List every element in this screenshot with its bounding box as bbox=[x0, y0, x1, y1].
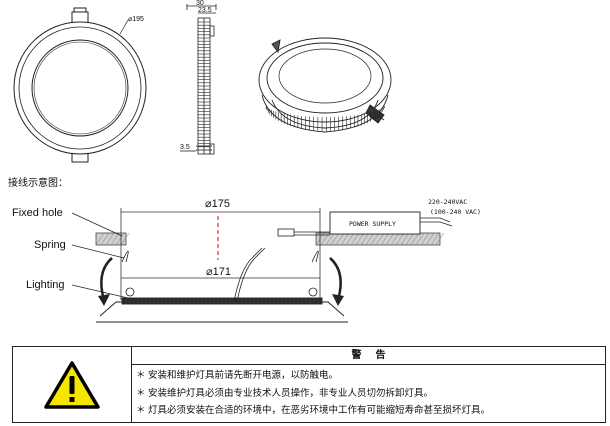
bullet: ＊ bbox=[136, 370, 146, 381]
power-supply-label: POWER SUPPLY bbox=[349, 220, 396, 228]
drawing-stroke bbox=[435, 232, 445, 246]
lamp-diameter-label: ⌀171 bbox=[206, 266, 231, 278]
side-top-width-label: 30 bbox=[196, 0, 204, 7]
drawing-stroke bbox=[380, 232, 390, 246]
drawing-stroke bbox=[410, 232, 420, 246]
drawing-stroke bbox=[345, 232, 355, 246]
drawing-stroke bbox=[385, 232, 395, 246]
arrow-right bbox=[329, 257, 342, 301]
side-inner-width-label: 23.5 bbox=[198, 7, 212, 14]
warning-item-text: 安装维护灯具必须由专业技术人员操作，非专业人员切勿拆卸灯具。 bbox=[148, 387, 434, 399]
side-bottom-label: 3.5 bbox=[180, 144, 190, 151]
lighting-label: Lighting bbox=[26, 279, 65, 291]
arrow-left-head bbox=[98, 294, 110, 306]
spring-label: Spring bbox=[34, 239, 66, 251]
front-diameter-label: ⌀195 bbox=[128, 16, 144, 23]
drawing-stroke bbox=[335, 232, 345, 246]
drawing-stroke bbox=[430, 232, 440, 246]
drawing-stroke bbox=[405, 232, 415, 246]
side-view-fins bbox=[198, 21, 210, 148]
drawing-stroke bbox=[110, 232, 120, 246]
voltage-label-2: (100-240 VAC) bbox=[430, 208, 481, 216]
spring-right bbox=[308, 250, 319, 297]
warning-item: ＊安装和维护灯具前请先断开电源，以防触电。 bbox=[136, 367, 605, 385]
drawing-stroke bbox=[100, 232, 110, 246]
bullet: ＊ bbox=[136, 405, 146, 416]
drawing-stroke bbox=[375, 232, 385, 246]
warning-item-text: 安装和维护灯具前请先断开电源，以防触电。 bbox=[148, 370, 339, 381]
warning-table: 警告 ＊安装和维护灯具前请先断开电源，以防触电。 ＊安装维护灯具必须由专业技术人… bbox=[12, 346, 606, 423]
warning-text-cell: 警告 ＊安装和维护灯具前请先断开电源，以防触电。 ＊安装维护灯具必须由专业技术人… bbox=[132, 347, 605, 422]
warning-icon-cell bbox=[13, 347, 132, 422]
warning-item: ＊安装维护灯具必须由专业技术人员操作，非专业人员切勿拆卸灯具。 bbox=[136, 385, 605, 403]
drawing-stroke bbox=[325, 232, 335, 246]
drawing-stroke bbox=[370, 232, 380, 246]
spring-left bbox=[121, 250, 135, 297]
perspective-fins bbox=[265, 105, 385, 131]
drawing-stroke bbox=[425, 232, 435, 246]
front-view bbox=[13, 7, 147, 163]
drawing-stroke bbox=[395, 232, 405, 246]
drawing-stroke bbox=[95, 232, 105, 246]
drawing-stroke bbox=[415, 232, 425, 246]
bullet: ＊ bbox=[136, 387, 146, 399]
warning-triangle-icon bbox=[44, 360, 100, 409]
ceiling bbox=[95, 232, 445, 246]
warning-list: ＊安装和维护灯具前请先断开电源，以防触电。 ＊安装维护灯具必须由专业技术人员操作… bbox=[132, 365, 605, 420]
drawing-stroke bbox=[340, 232, 350, 246]
side-view bbox=[180, 4, 217, 155]
drawing-stroke bbox=[105, 232, 115, 246]
warning-item: ＊灯具必须安装在合适的环境中，在恶劣环境中工作有可能缩短寿命甚至损坏灯具。 bbox=[136, 402, 605, 420]
drawing-stroke bbox=[420, 232, 430, 246]
drawing-stroke bbox=[355, 232, 365, 246]
warning-item-text: 灯具必须安装在合适的环境中，在恶劣环境中工作有可能缩短寿命甚至损坏灯具。 bbox=[148, 405, 491, 416]
drawing-stroke bbox=[350, 232, 360, 246]
perspective-view bbox=[258, 37, 392, 133]
power-cable bbox=[233, 228, 330, 303]
fixed-hole-label: Fixed hole bbox=[12, 207, 63, 219]
drawing-stroke bbox=[330, 232, 340, 246]
lamp-body bbox=[96, 297, 348, 323]
power-supply-box bbox=[329, 211, 421, 235]
drawing-stroke bbox=[360, 232, 370, 246]
fixed-hole-outline bbox=[120, 208, 321, 300]
technical-drawing: ⌀195 30 23.5 3.5 接线示意图： bbox=[8, 0, 481, 323]
hole-diameter-label: ⌀175 bbox=[205, 198, 230, 210]
drawing-stroke bbox=[115, 232, 125, 246]
drawing-stroke bbox=[120, 232, 130, 246]
mains-wire bbox=[420, 217, 453, 227]
lamp-fins bbox=[123, 298, 321, 304]
drawing-stroke bbox=[390, 232, 400, 246]
drawing-stroke bbox=[365, 232, 375, 246]
wiring-caption: 接线示意图： bbox=[8, 176, 68, 189]
drawing-stroke bbox=[400, 232, 410, 246]
arrow-right-head bbox=[332, 294, 344, 306]
warning-title: 警告 bbox=[132, 347, 605, 365]
voltage-label-1: 220-240VAC bbox=[428, 198, 467, 206]
